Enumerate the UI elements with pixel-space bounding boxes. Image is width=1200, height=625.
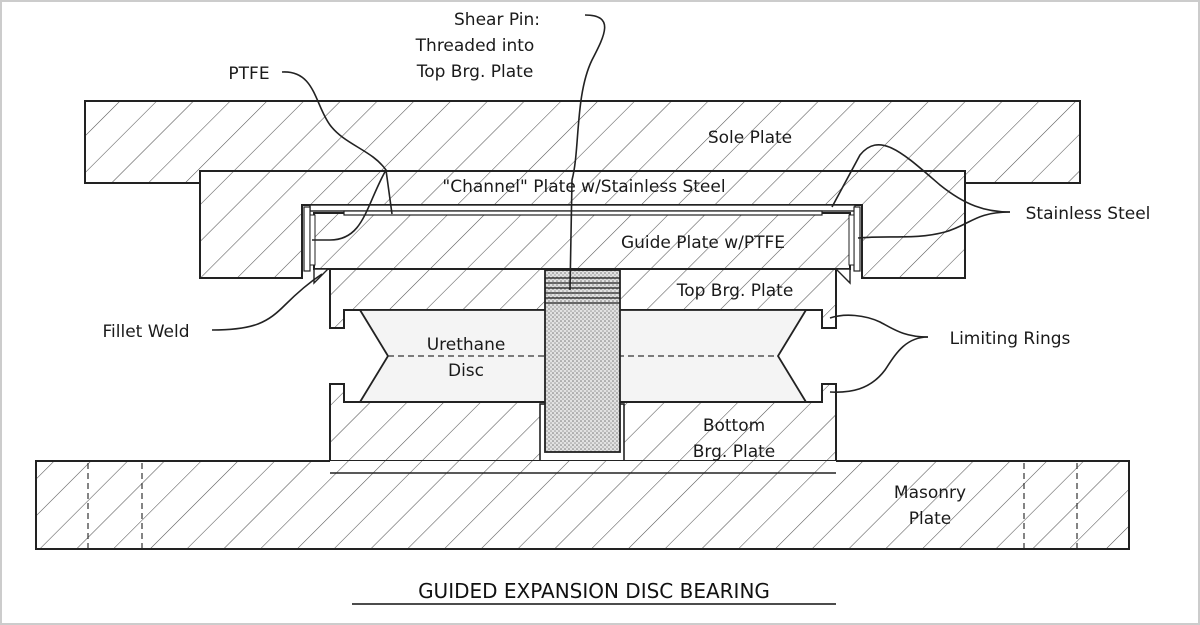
ptfe-right-side	[848, 214, 855, 266]
label-shear-pin-1: Shear Pin:	[454, 10, 540, 30]
label-channel-plate: "Channel" Plate w/Stainless Steel	[442, 177, 725, 197]
label-guide-plate: Guide Plate w/PTFE	[621, 233, 785, 253]
label-urethane-1: Urethane	[427, 335, 506, 355]
shear-pin	[544, 269, 621, 453]
stainless-steel-left-strip	[303, 206, 311, 272]
shear-pin-threads	[545, 277, 620, 304]
leader-fillet-weld	[211, 273, 323, 331]
label-shear-pin-2: Threaded into	[415, 36, 535, 56]
label-bottom-brg-1: Bottom	[703, 416, 765, 436]
label-top-brg-plate: Top Brg. Plate	[676, 281, 794, 301]
diagram-title: GUIDED EXPANSION DISC BEARING	[418, 579, 770, 603]
label-masonry-1: Masonry	[894, 483, 966, 503]
channel-plate	[199, 170, 966, 279]
label-ptfe: PTFE	[228, 64, 269, 84]
leader-shear-pin	[569, 14, 606, 291]
leader-ptfe-top	[281, 71, 393, 215]
leader-stainless-top	[831, 143, 1011, 213]
label-masonry-2: Plate	[909, 509, 952, 529]
label-stainless-steel: Stainless Steel	[1026, 204, 1151, 224]
fillet-weld-left	[313, 268, 330, 285]
leader-ptfe-side	[312, 169, 387, 241]
label-shear-pin-3: Top Brg. Plate	[416, 62, 534, 82]
label-urethane-2: Disc	[448, 361, 484, 381]
leader-limiting-ring-top	[829, 314, 929, 338]
masonry-plate	[35, 460, 1130, 550]
label-bottom-brg-2: Brg. Plate	[693, 442, 775, 462]
label-limiting-rings: Limiting Rings	[950, 329, 1071, 349]
leader-stainless-side	[857, 211, 1011, 239]
fillet-weld-right	[834, 268, 851, 285]
stainless-steel-right-strip	[853, 206, 861, 272]
label-sole-plate: Sole Plate	[708, 128, 792, 148]
leader-limiting-ring-bottom	[829, 336, 929, 393]
masonry-overlap-fill	[330, 461, 836, 473]
label-fillet-weld: Fillet Weld	[102, 322, 189, 342]
ptfe-strip	[343, 210, 823, 216]
